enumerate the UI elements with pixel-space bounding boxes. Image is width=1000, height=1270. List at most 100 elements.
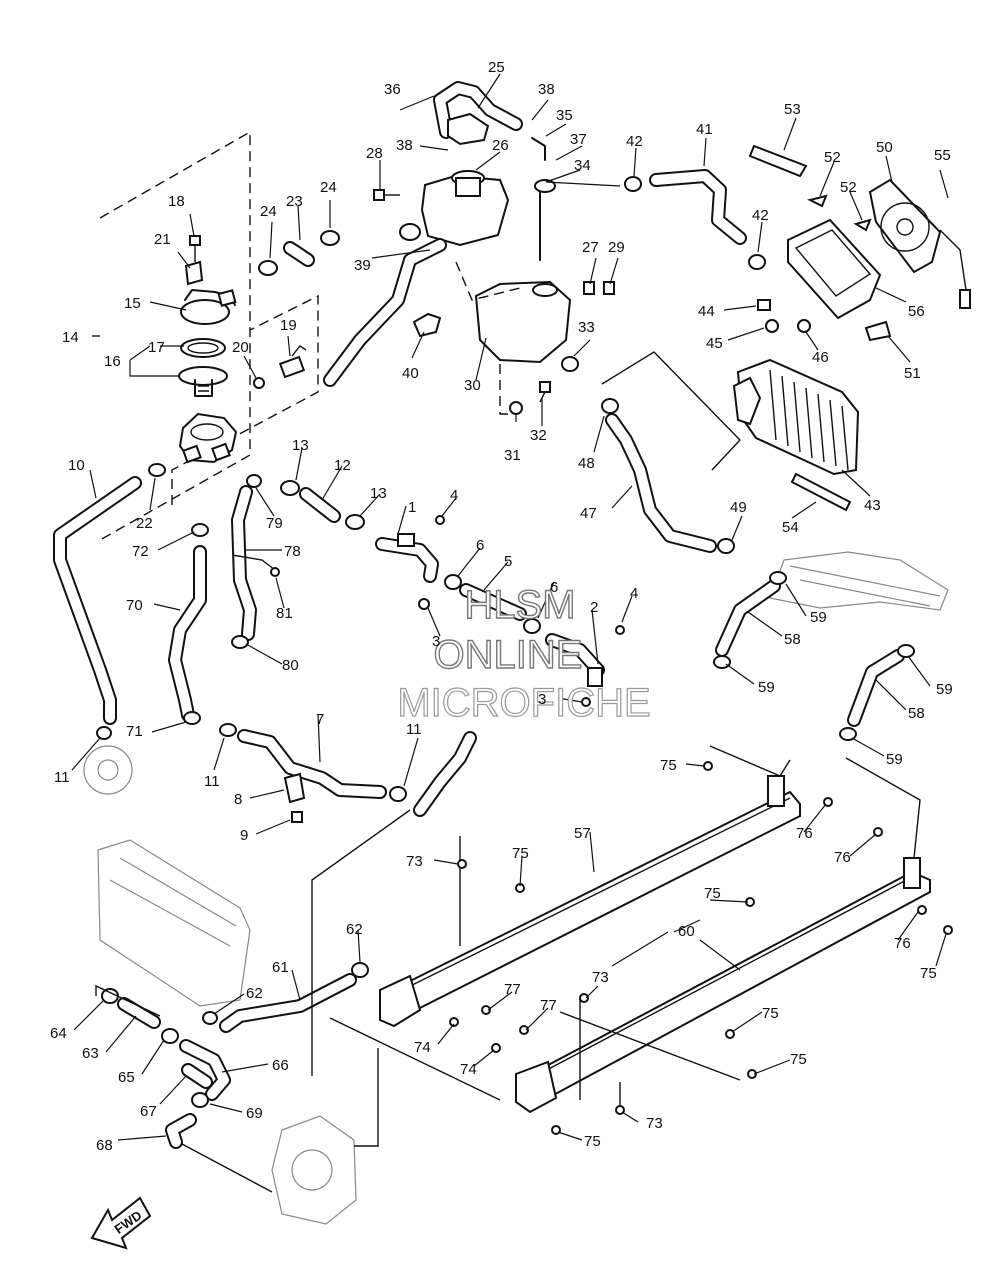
callout: 65	[118, 1069, 135, 1086]
watermark-line-3: MICROFICHE	[397, 681, 650, 725]
callout: 17	[148, 339, 165, 356]
callout: 77	[540, 997, 557, 1014]
callout-numbers: 1 2 3 3 4 4 5 6 6 7 8 9 10 11 11 11 11 1…	[50, 59, 953, 1154]
callout: 5	[504, 553, 512, 570]
callout: 75	[762, 1005, 779, 1022]
callout: 66	[272, 1057, 289, 1074]
callout: 9	[240, 827, 248, 844]
callout: 54	[782, 519, 799, 536]
callout: 75	[512, 845, 529, 862]
callout: 13	[292, 437, 309, 454]
callout: 12	[334, 457, 351, 474]
callout: 3	[432, 633, 440, 650]
callout: 24	[260, 203, 277, 220]
callout: 59	[886, 751, 903, 768]
callout: 26	[492, 137, 509, 154]
callout: 18	[168, 193, 185, 210]
callout: 75	[704, 885, 721, 902]
callout: 51	[904, 365, 921, 382]
radiator-assembly	[601, 144, 971, 554]
callout: 63	[82, 1045, 99, 1062]
callout: 49	[730, 499, 747, 516]
callout: 75	[660, 757, 677, 774]
callout: 57	[574, 825, 591, 842]
callout: 28	[366, 145, 383, 162]
callout: 80	[282, 657, 299, 674]
callout: 30	[464, 377, 481, 394]
callout: 27	[582, 239, 599, 256]
callout: 31	[504, 447, 521, 464]
callout: 11	[204, 773, 220, 790]
forward-direction-arrow: FWD	[90, 1196, 152, 1250]
callout: 6	[476, 537, 484, 554]
callout: 76	[894, 935, 911, 952]
callout: 74	[414, 1039, 431, 1056]
callout: 38	[538, 81, 555, 98]
callout: 70	[126, 597, 143, 614]
callout: 44	[698, 303, 715, 320]
callout: 6	[550, 579, 558, 596]
callout: 23	[286, 193, 303, 210]
callout: 79	[266, 515, 283, 532]
callout: 76	[796, 825, 813, 842]
callout: 61	[272, 959, 289, 976]
callout: 81	[276, 605, 293, 622]
callout: 15	[124, 295, 141, 312]
callout: 8	[234, 791, 242, 808]
callout: 21	[154, 231, 171, 248]
callout: 24	[320, 179, 337, 196]
callout: 67	[140, 1103, 157, 1120]
callout: 75	[790, 1051, 807, 1068]
callout: 69	[246, 1105, 263, 1122]
callout: 25	[488, 59, 505, 76]
engine-components	[83, 745, 411, 1225]
callout: 75	[584, 1133, 601, 1150]
callout: 62	[246, 985, 263, 1002]
heat-exchanger-rails	[329, 551, 953, 1135]
callout: 4	[630, 585, 638, 602]
callout: 75	[920, 965, 937, 982]
callout: 13	[370, 485, 387, 502]
callout: 41	[696, 121, 713, 138]
callout: 11	[54, 769, 70, 786]
leader-lines	[71, 73, 949, 1141]
callout: 74	[460, 1061, 477, 1078]
callout: 14	[62, 329, 79, 346]
callout: 46	[812, 349, 829, 366]
callout: 55	[934, 147, 951, 164]
callout: 78	[284, 543, 301, 560]
callout: 52	[840, 179, 857, 196]
callout: 52	[824, 149, 841, 166]
callout: 10	[68, 457, 85, 474]
callout: 73	[406, 853, 423, 870]
callout: 48	[578, 455, 595, 472]
callout: 64	[50, 1025, 67, 1042]
watermark-line-2: ONLINE	[434, 633, 583, 677]
thermostat-assembly-group	[92, 130, 319, 541]
watermark: HLSM ONLINE MICROFICHE	[397, 582, 652, 725]
callout: 73	[592, 969, 609, 986]
center-pipes	[375, 515, 625, 707]
watermark-line-1: HLSM	[464, 583, 575, 627]
callout: 76	[834, 849, 851, 866]
callout: 59	[936, 681, 953, 698]
callout: 34	[574, 157, 591, 174]
callout: 11	[406, 721, 422, 738]
callout: 4	[450, 487, 458, 504]
callout: 7	[316, 711, 324, 728]
callout: 43	[864, 497, 881, 514]
callout: 72	[132, 543, 149, 560]
callout: 40	[402, 365, 419, 382]
callout: 35	[556, 107, 573, 124]
callout: 1	[408, 499, 416, 516]
callout: 62	[346, 921, 363, 938]
callout: 42	[752, 207, 769, 224]
callout: 33	[578, 319, 595, 336]
callout: 37	[570, 131, 587, 148]
callout: 42	[626, 133, 643, 150]
callout: 45	[706, 335, 723, 352]
callout: 50	[876, 139, 893, 156]
hoses-left	[53, 230, 477, 823]
callout: 47	[580, 505, 597, 522]
